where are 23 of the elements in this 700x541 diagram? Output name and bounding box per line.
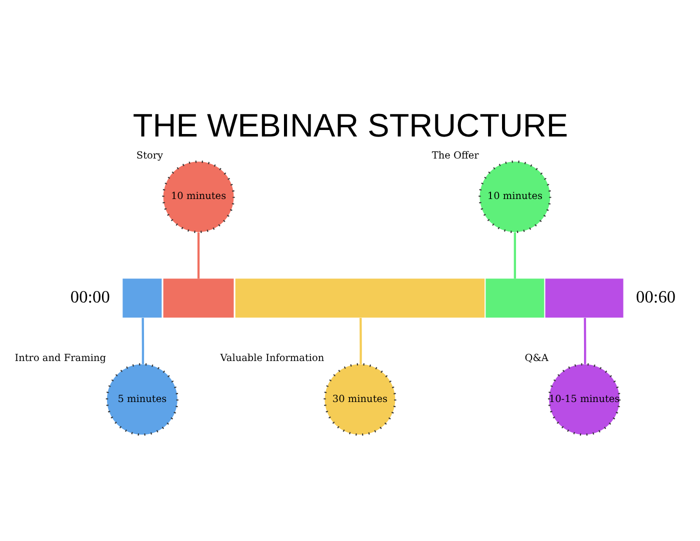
node-bar (544, 278, 623, 318)
node-label: The Offer (431, 150, 478, 162)
label: 00:60 (636, 287, 676, 306)
diagram-title: THE WEBINAR STRUCTURE (132, 108, 568, 144)
label: 00:00 (70, 287, 110, 306)
connector (196, 232, 200, 279)
node-bar (485, 278, 544, 318)
node-label: Story (136, 150, 163, 162)
node-circle: 5 minutes (105, 363, 178, 436)
node-label: Intro and Framing (14, 353, 106, 364)
node-label: Valuable Information (220, 353, 324, 364)
node-label: Q&A (524, 353, 548, 364)
node-bar (162, 278, 234, 318)
connector (141, 318, 144, 364)
node-circle: 30 minutes (323, 363, 396, 436)
connector (583, 318, 586, 364)
connector (359, 318, 362, 364)
connector (513, 232, 516, 279)
node-circle: 10 minutes (162, 160, 234, 234)
node-bar (122, 278, 162, 318)
node-circle: 10 minutes (478, 160, 551, 234)
node-circle: 10-15 minutes (547, 363, 620, 436)
node-bar (234, 278, 484, 318)
